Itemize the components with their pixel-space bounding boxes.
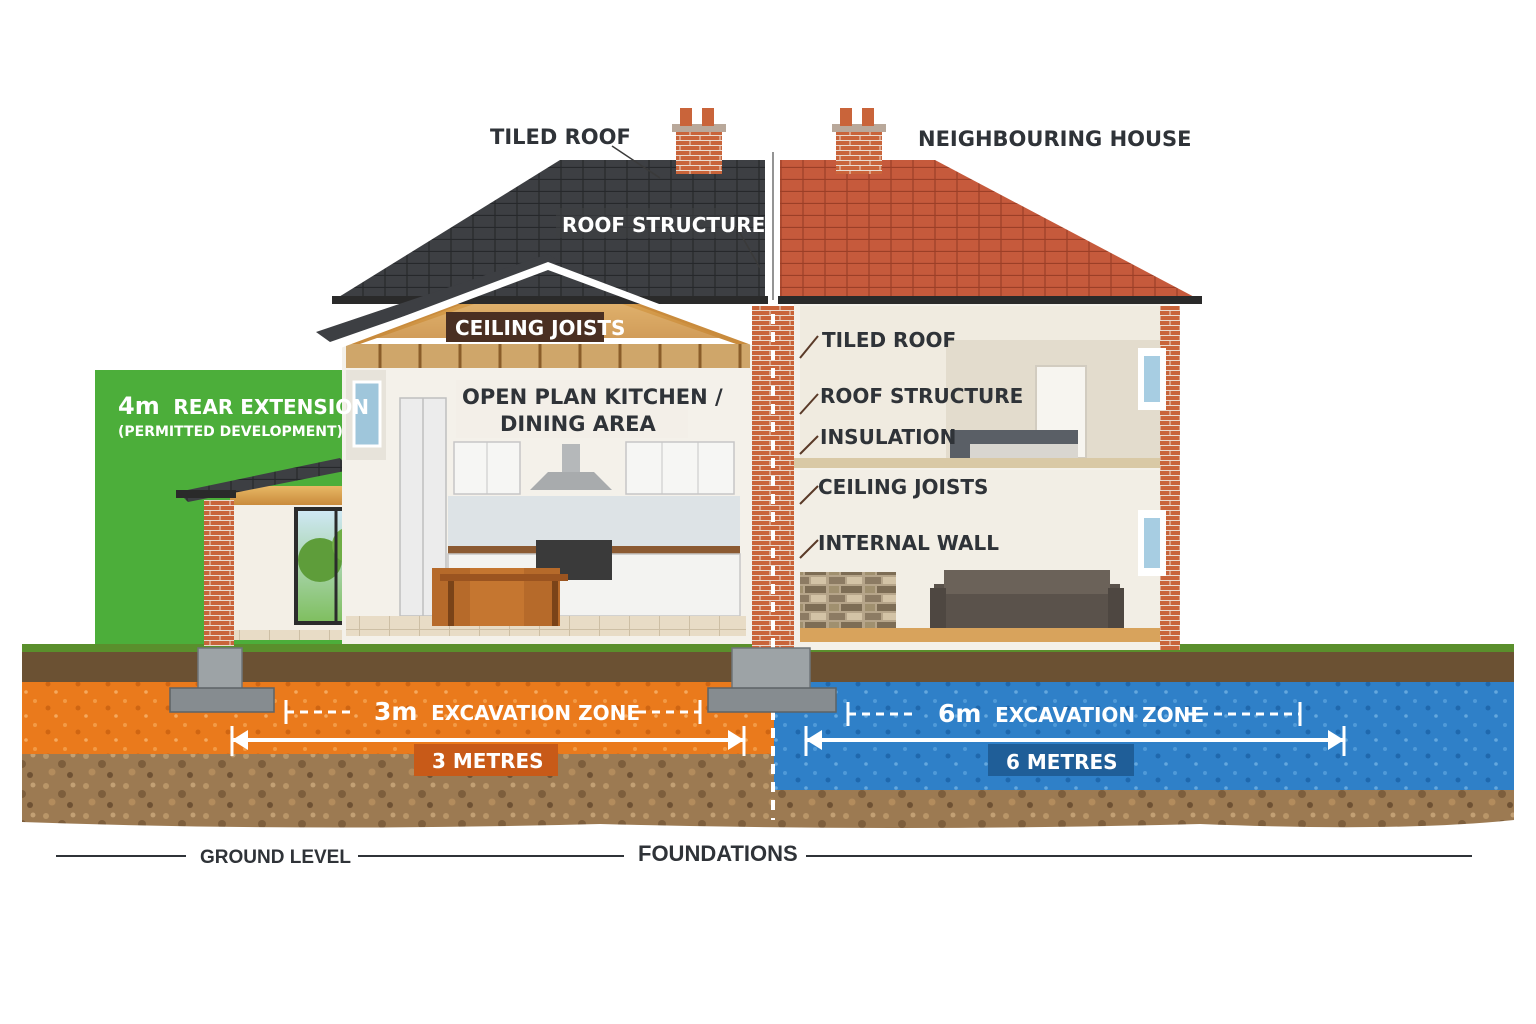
left-excavation-zone: 3m EXCAVATION ZONE 3 METRES <box>230 697 746 776</box>
extension-subtitle: (PERMITTED DEVELOPMENT) <box>118 424 343 440</box>
label-right-roof-structure: ROOF STRUCTURE <box>820 384 1023 408</box>
left-distance-badge <box>414 744 558 776</box>
sofa-icon <box>930 570 1124 628</box>
label-open-plan-line1: OPEN PLAN KITCHEN / <box>462 385 723 409</box>
ground-level-label: GROUND LEVEL <box>200 847 351 868</box>
extension-title: 4m REAR EXTENSION <box>118 392 369 420</box>
chimney-icon <box>672 108 726 174</box>
label-ceiling-joists-banner: CEILING JOISTS <box>455 316 625 340</box>
right-zone-title: 6m EXCAVATION ZONE <box>938 699 1204 728</box>
dining-table-icon <box>432 568 568 626</box>
right-excavation-zone: 6m EXCAVATION ZONE 6 METRES <box>804 699 1346 776</box>
bed-icon <box>950 430 1078 458</box>
blue-excavation-band <box>774 682 1514 790</box>
right-distance-label: 6 METRES <box>1006 750 1118 774</box>
right-labels: TILED ROOF ROOF STRUCTURE INSULATION CEI… <box>818 328 1023 555</box>
label-right-ceiling-joists: CEILING JOISTS <box>818 475 988 499</box>
foundations-label: FOUNDATIONS <box>638 841 798 866</box>
left-zone-rest: EXCAVATION ZONE <box>431 701 640 725</box>
label-roof-structure-top: ROOF STRUCTURE <box>562 213 765 237</box>
left-distance-label: 3 METRES <box>432 749 544 773</box>
extension-title-rest: REAR EXTENSION <box>173 395 369 419</box>
neighbouring-house <box>778 108 1202 650</box>
label-neighbouring-house: NEIGHBOURING HOUSE <box>918 127 1192 151</box>
footer: GROUND LEVEL FOUNDATIONS <box>56 841 1472 868</box>
cooker-hood-icon <box>530 444 612 490</box>
foundations <box>169 647 837 713</box>
label-right-insulation: INSULATION <box>820 425 956 449</box>
main-house-left <box>316 108 794 650</box>
right-zone-rest: EXCAVATION ZONE <box>995 703 1204 727</box>
extension-title-big: 4m <box>118 392 160 420</box>
label-right-tiled-roof: TILED ROOF <box>822 328 956 352</box>
chimney-icon <box>832 108 886 174</box>
left-zone-title: 3m EXCAVATION ZONE <box>374 697 640 726</box>
label-tiled-roof-top: TILED ROOF <box>490 125 631 149</box>
label-right-internal-wall: INTERNAL WALL <box>818 531 999 555</box>
label-open-plan-line2: DINING AREA <box>500 412 657 436</box>
ceiling-joists-banner <box>446 312 604 342</box>
right-zone-big: 6m <box>938 699 981 728</box>
right-distance-badge <box>988 744 1134 776</box>
left-zone-big: 3m <box>374 697 417 726</box>
